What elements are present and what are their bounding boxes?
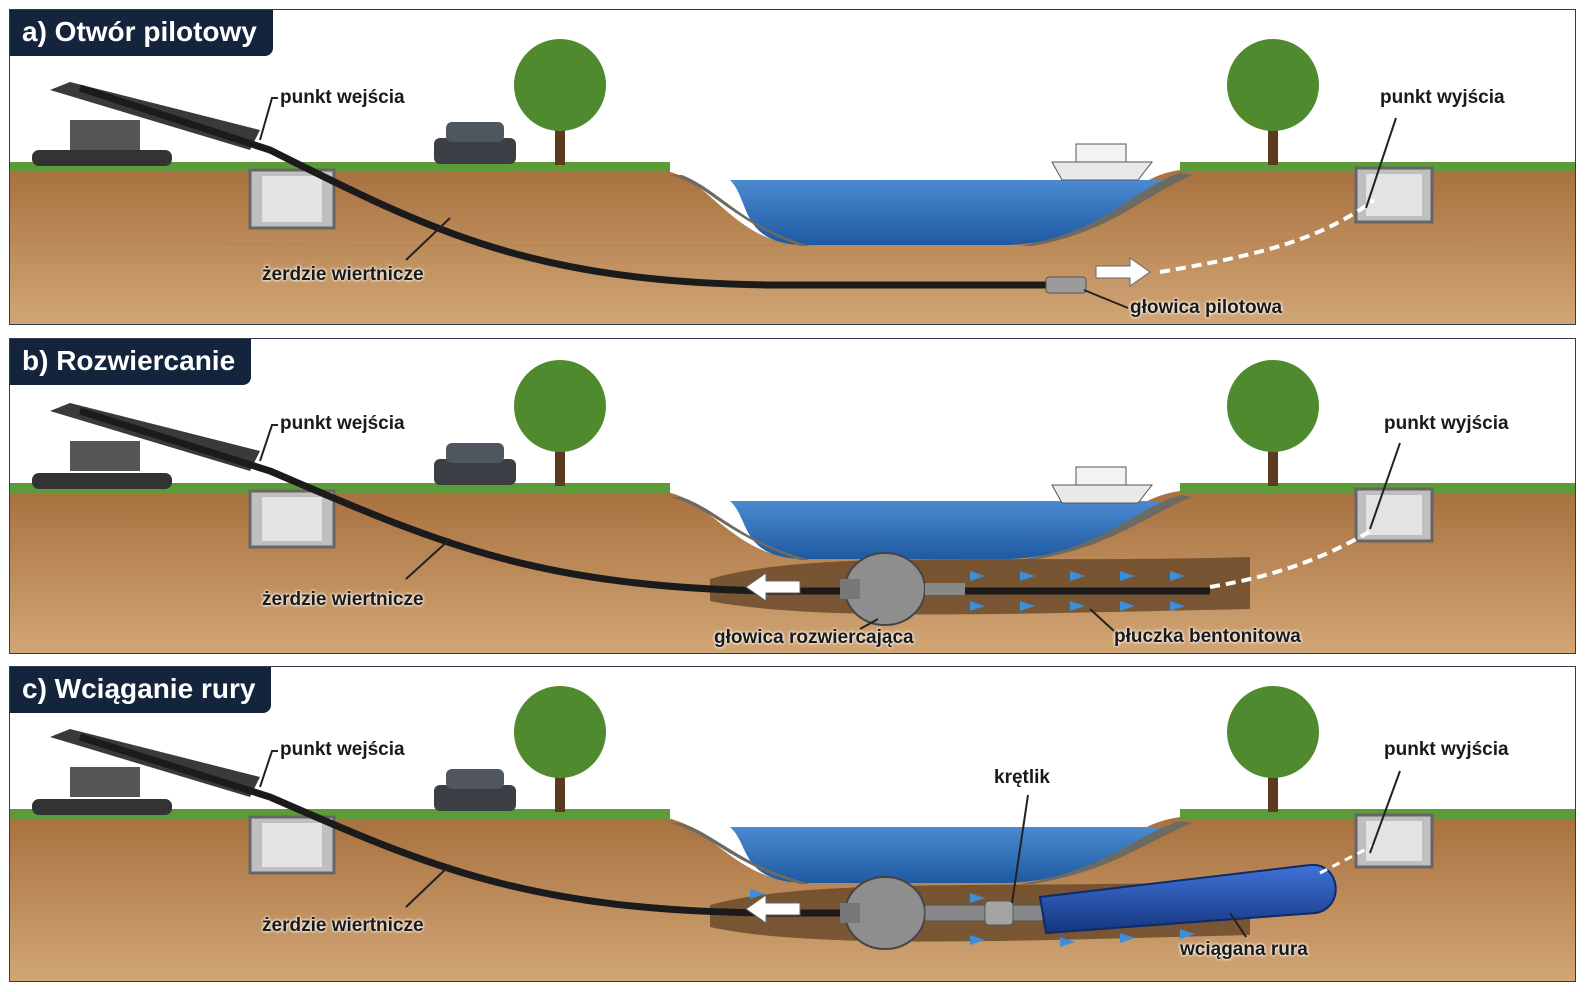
- label-entry-point: punkt wejścia: [280, 87, 405, 108]
- tree-left-icon: [514, 686, 606, 812]
- panel-c-title: c) Wciąganie rury: [10, 667, 272, 713]
- ground-soil: [10, 170, 1575, 324]
- boat-icon: [1051, 143, 1154, 181]
- label-pilot-head: głowica pilotowa: [1130, 297, 1283, 318]
- grass-left: [10, 809, 670, 819]
- scene-pipe-pullback: [10, 686, 1575, 981]
- planned-path: [1209, 527, 1376, 589]
- panel-pipe-pullback: c) Wciąganie rury punkt wejścia punkt wy…: [9, 666, 1576, 982]
- tree-right-icon: [1227, 360, 1319, 486]
- label-entry-point: punkt wejścia: [280, 739, 405, 760]
- pull-arrow: [745, 572, 801, 602]
- drill-rig-icon: [32, 729, 260, 815]
- reamer-head: [840, 876, 926, 950]
- label-swivel: krętlik: [994, 767, 1050, 788]
- label-exit-point: punkt wyjścia: [1384, 739, 1509, 760]
- drill-rig-icon: [32, 403, 260, 489]
- drill-rods: [78, 84, 1060, 289]
- pull-arrow: [745, 894, 801, 924]
- pulled-pipe: [1038, 863, 1337, 935]
- car-icon: [434, 122, 516, 164]
- direction-arrow: [1095, 257, 1151, 287]
- label-drill-rods: żerdzie wiertnicze: [262, 915, 424, 936]
- label-exit-point: punkt wyjścia: [1384, 413, 1509, 434]
- tree-left-icon: [514, 39, 606, 165]
- tree-right-icon: [1227, 39, 1319, 165]
- tree-left-icon: [514, 360, 606, 486]
- label-bentonite-fluid: płuczka bentonitowa: [1114, 626, 1301, 647]
- car-icon: [434, 769, 516, 811]
- label-exit-point: punkt wyjścia: [1380, 87, 1505, 108]
- panel-pilot-hole: a) Otwór pilotowy punkt wejścia punkt wy…: [9, 9, 1576, 325]
- panel-reaming: b) Rozwiercanie punkt wejścia punkt wyjś…: [9, 338, 1576, 654]
- planned-path: [1159, 198, 1376, 274]
- reamed-borehole: [710, 557, 1250, 615]
- boat-icon: [1051, 466, 1154, 504]
- river-water: [730, 501, 1170, 559]
- reamer-head: [840, 552, 965, 626]
- grass-left: [10, 483, 670, 493]
- panel-a-title: a) Otwór pilotowy: [10, 10, 273, 56]
- panel-b-title: b) Rozwiercanie: [10, 339, 252, 385]
- label-reamer-head: głowica rozwiercająca: [714, 627, 914, 648]
- label-pulled-pipe: wciągana rura: [1180, 939, 1308, 960]
- scene-pilot-hole: [10, 39, 1575, 324]
- pilot-head: [1045, 276, 1087, 294]
- flow-arrows: [970, 571, 1185, 611]
- swivel: [924, 900, 1044, 926]
- flow-arrows: [750, 889, 1195, 947]
- drill-rods: [78, 733, 850, 917]
- river-water: [730, 180, 1170, 245]
- label-drill-rods: żerdzie wiertnicze: [262, 264, 424, 285]
- drill-rods: [78, 407, 1210, 595]
- river-water: [730, 827, 1170, 883]
- tree-right-icon: [1227, 686, 1319, 812]
- car-icon: [434, 443, 516, 485]
- label-drill-rods: żerdzie wiertnicze: [262, 589, 424, 610]
- scene-reaming: [10, 360, 1575, 653]
- drill-rig-icon: [32, 82, 260, 166]
- label-entry-point: punkt wejścia: [280, 413, 405, 434]
- grass-left: [10, 162, 670, 172]
